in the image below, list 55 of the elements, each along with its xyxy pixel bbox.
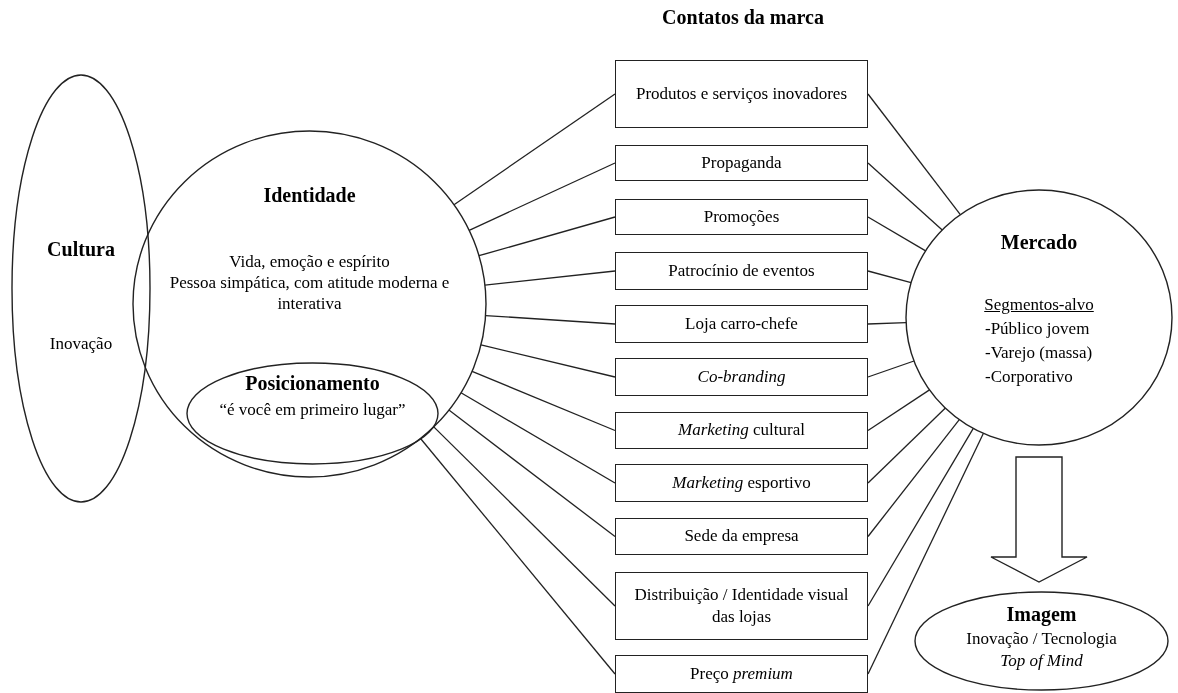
connector-line bbox=[484, 314, 616, 325]
connector-line bbox=[471, 370, 616, 432]
node-heading: Mercado bbox=[999, 230, 1079, 255]
connector-line bbox=[867, 162, 943, 231]
connector-line bbox=[478, 216, 616, 257]
node-text: Segmentos-alvo bbox=[983, 294, 1095, 316]
connector-line bbox=[480, 344, 616, 378]
node-text: “é você em primeiro lugar” bbox=[218, 399, 407, 421]
connector-line bbox=[453, 93, 616, 206]
process-box: Loja carro-chefe bbox=[615, 305, 868, 343]
connector-line bbox=[867, 418, 960, 538]
connector-line bbox=[867, 432, 985, 675]
process-box: Sede da empresa bbox=[615, 518, 868, 555]
connector-line bbox=[867, 321, 907, 325]
node-text: Vida, emoção e espírito bbox=[228, 251, 391, 273]
process-box: Preço premium bbox=[615, 655, 868, 693]
connector-line bbox=[433, 426, 616, 607]
circle-node bbox=[906, 190, 1172, 445]
node-text: Inovação / Tecnologia bbox=[965, 628, 1118, 650]
connector-line bbox=[867, 427, 974, 607]
list-item: -Público jovem bbox=[984, 318, 1091, 340]
circle-node bbox=[133, 131, 486, 477]
connector-line bbox=[867, 407, 947, 484]
oval-node bbox=[187, 363, 438, 464]
node-text: Top of Mind bbox=[999, 650, 1084, 672]
oval-node bbox=[915, 592, 1168, 690]
process-box: Promoções bbox=[615, 199, 868, 235]
process-box: Marketing cultural bbox=[615, 412, 868, 449]
node-heading: Imagem bbox=[1005, 602, 1078, 627]
connector-line bbox=[460, 392, 616, 484]
process-box: Distribuição / Identidade visual das lojas bbox=[615, 572, 868, 640]
connector-line bbox=[867, 93, 961, 216]
process-box: Marketing esportivo bbox=[615, 464, 868, 502]
list-item: -Corporativo bbox=[984, 366, 1074, 388]
connector-line bbox=[867, 270, 912, 284]
connector-line bbox=[419, 437, 616, 675]
process-box: Propaganda bbox=[615, 145, 868, 181]
node-heading: Posicionamento bbox=[244, 371, 381, 396]
process-box: Produtos e serviços inovadores bbox=[615, 60, 868, 128]
diagram-title: Contatos da marca bbox=[661, 6, 825, 29]
connector-line bbox=[867, 389, 931, 432]
process-box: Patrocínio de eventos bbox=[615, 252, 868, 290]
list-item: -Varejo (massa) bbox=[984, 342, 1094, 364]
connector-line bbox=[484, 270, 616, 286]
connector-line bbox=[867, 216, 927, 252]
node-heading: Cultura bbox=[46, 237, 116, 262]
node-heading: Identidade bbox=[262, 183, 357, 208]
connector-line bbox=[867, 360, 915, 378]
node-text: Inovação bbox=[48, 333, 114, 355]
connector-line bbox=[448, 409, 616, 538]
oval-node bbox=[12, 75, 150, 502]
block-arrow bbox=[990, 456, 1088, 583]
process-box: Co-branding bbox=[615, 358, 868, 396]
node-text: Pessoa simpática, com atitude moderna e interativa bbox=[168, 272, 451, 315]
connector-line bbox=[468, 162, 616, 231]
